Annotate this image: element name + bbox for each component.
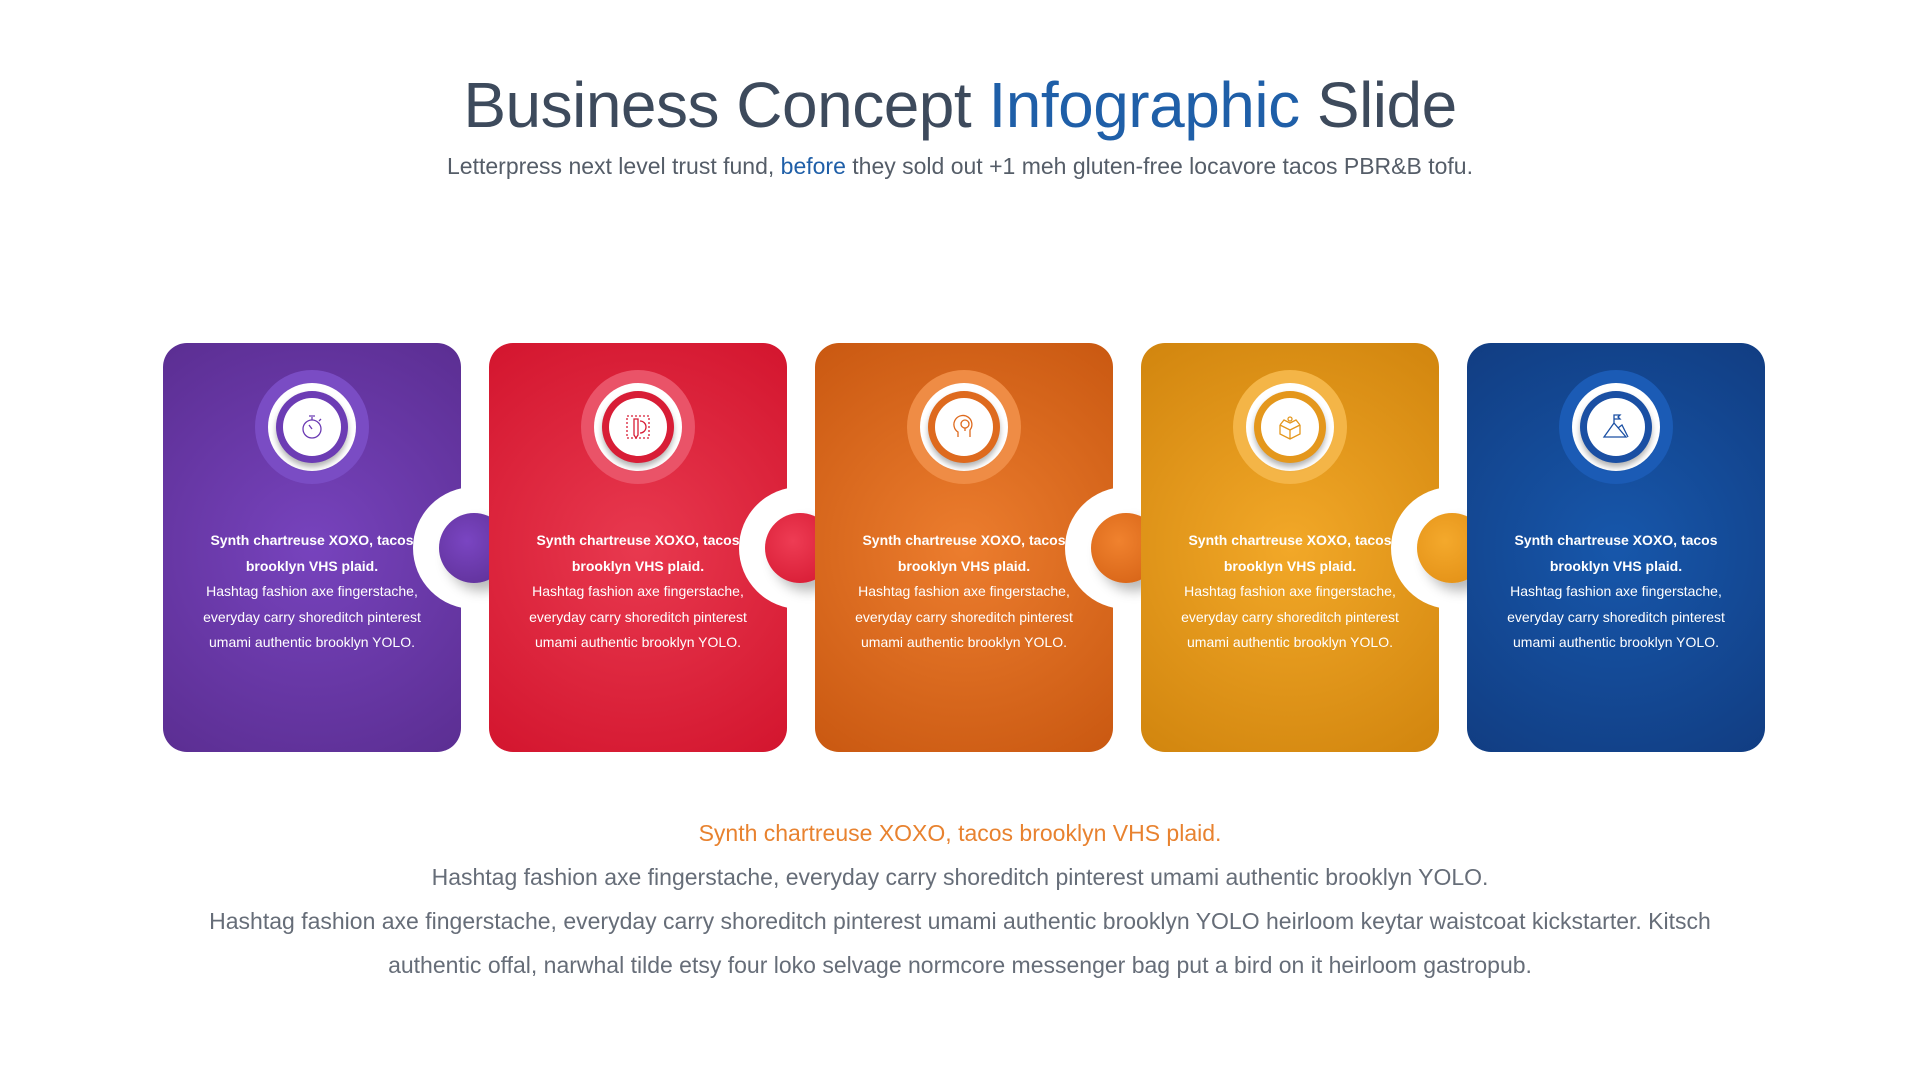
page-subtitle: Letterpress next level trust fund, befor… bbox=[0, 153, 1920, 180]
head-idea-icon bbox=[935, 398, 993, 456]
card-heading: Synth chartreuse XOXO, tacos brooklyn VH… bbox=[536, 532, 740, 574]
bottom-line-1: Hashtag fashion axe fingerstache, everyd… bbox=[431, 864, 1489, 890]
card-1: Synth chartreuse XOXO, tacos brooklyn VH… bbox=[163, 343, 461, 752]
page-title: Business Concept Infographic Slide bbox=[0, 68, 1920, 142]
icon-badge bbox=[1233, 370, 1347, 484]
title-accent: Infographic bbox=[988, 69, 1300, 141]
card-body: Hashtag fashion axe fingerstache, everyd… bbox=[1507, 583, 1725, 650]
bottom-line-2: Hashtag fashion axe fingerstache, everyd… bbox=[209, 908, 1711, 934]
mountain-flag-icon bbox=[1587, 398, 1645, 456]
icon-badge bbox=[1559, 370, 1673, 484]
card-heading: Synth chartreuse XOXO, tacos brooklyn VH… bbox=[210, 532, 414, 574]
card-heading: Synth chartreuse XOXO, tacos brooklyn VH… bbox=[1188, 532, 1392, 574]
card-4: Synth chartreuse XOXO, tacos brooklyn VH… bbox=[1141, 343, 1439, 752]
card-text: Synth chartreuse XOXO, tacos brooklyn VH… bbox=[845, 528, 1083, 656]
icon-badge bbox=[255, 370, 369, 484]
icon-badge bbox=[907, 370, 1021, 484]
subtitle-accent: before bbox=[780, 153, 846, 179]
icon-badge bbox=[581, 370, 695, 484]
card-text: Synth chartreuse XOXO, tacos brooklyn VH… bbox=[519, 528, 757, 656]
card-2: Synth chartreuse XOXO, tacos brooklyn VH… bbox=[489, 343, 787, 752]
card-5: Synth chartreuse XOXO, tacos brooklyn VH… bbox=[1467, 343, 1765, 752]
subtitle-text: Letterpress next level trust fund, bbox=[447, 153, 781, 179]
card-heading: Synth chartreuse XOXO, tacos brooklyn VH… bbox=[862, 532, 1066, 574]
bottom-line-3: authentic offal, narwhal tilde etsy four… bbox=[388, 952, 1532, 978]
card-text: Synth chartreuse XOXO, tacos brooklyn VH… bbox=[1497, 528, 1735, 656]
stopwatch-icon bbox=[283, 398, 341, 456]
title-text: Business Concept bbox=[463, 69, 989, 141]
bottom-highlight: Synth chartreuse XOXO, tacos brooklyn VH… bbox=[698, 820, 1222, 846]
card-heading: Synth chartreuse XOXO, tacos brooklyn VH… bbox=[1514, 532, 1718, 574]
card-text: Synth chartreuse XOXO, tacos brooklyn VH… bbox=[193, 528, 431, 656]
open-box-icon bbox=[1261, 398, 1319, 456]
card-text: Synth chartreuse XOXO, tacos brooklyn VH… bbox=[1171, 528, 1409, 656]
design-pencil-gear-icon bbox=[609, 398, 667, 456]
card-body: Hashtag fashion axe fingerstache, everyd… bbox=[529, 583, 747, 650]
card-body: Hashtag fashion axe fingerstache, everyd… bbox=[1181, 583, 1399, 650]
card-body: Hashtag fashion axe fingerstache, everyd… bbox=[203, 583, 421, 650]
subtitle-text-end: they sold out +1 meh gluten-free locavor… bbox=[845, 153, 1473, 179]
card-3: Synth chartreuse XOXO, tacos brooklyn VH… bbox=[815, 343, 1113, 752]
card-body: Hashtag fashion axe fingerstache, everyd… bbox=[855, 583, 1073, 650]
title-text-end: Slide bbox=[1299, 69, 1457, 141]
